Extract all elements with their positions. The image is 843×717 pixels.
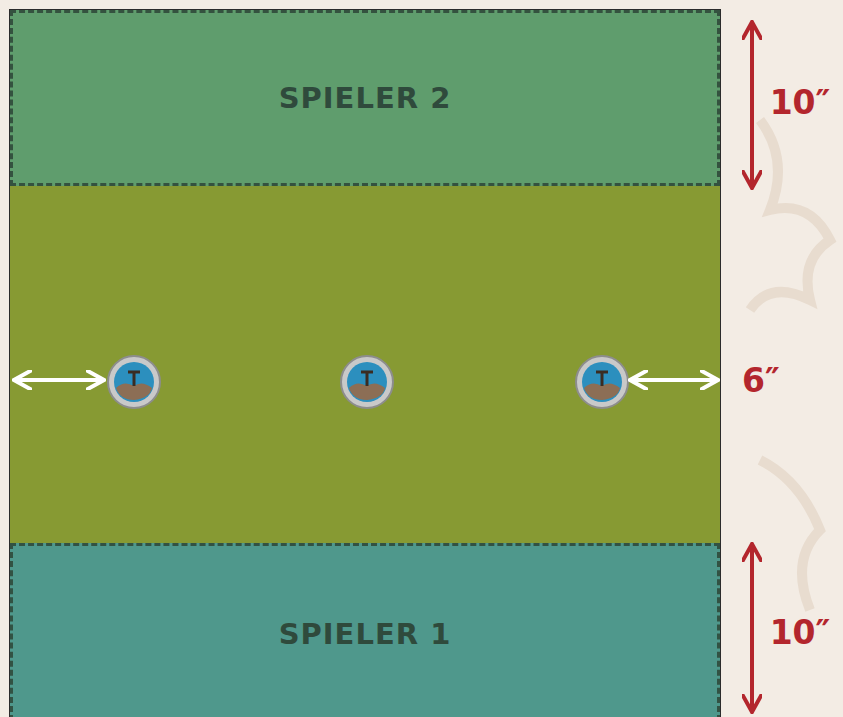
marker-face xyxy=(114,362,154,402)
objective-marker xyxy=(576,356,628,408)
marker-symbol xyxy=(596,372,608,386)
objective-marker xyxy=(341,356,393,408)
no-mans-land xyxy=(10,185,720,543)
marker-face xyxy=(582,362,622,402)
dimension-arrow xyxy=(750,546,754,710)
marker-ring xyxy=(576,356,628,408)
dimension-arrow xyxy=(750,24,754,186)
player-label: SPIELER 2 xyxy=(279,81,452,115)
dimension-label: 10″ xyxy=(770,613,831,652)
marker-ring xyxy=(108,356,160,408)
marker-face xyxy=(347,362,387,402)
heraldic-decoration xyxy=(760,460,820,610)
objective-marker xyxy=(108,356,160,408)
distance-arrow xyxy=(16,378,102,382)
deployment-zone: SPIELER 1 xyxy=(10,543,720,717)
distance-arrow xyxy=(632,378,716,382)
player-label: SPIELER 1 xyxy=(279,617,452,651)
dimension-label: 6″ xyxy=(742,361,780,400)
heraldic-decoration xyxy=(750,120,830,310)
marker-symbol xyxy=(128,372,140,386)
marker-ring xyxy=(341,356,393,408)
marker-symbol xyxy=(361,372,373,386)
dimension-label: 10″ xyxy=(770,83,831,122)
battlefield xyxy=(10,10,720,717)
deployment-zone: SPIELER 2 xyxy=(10,10,720,186)
